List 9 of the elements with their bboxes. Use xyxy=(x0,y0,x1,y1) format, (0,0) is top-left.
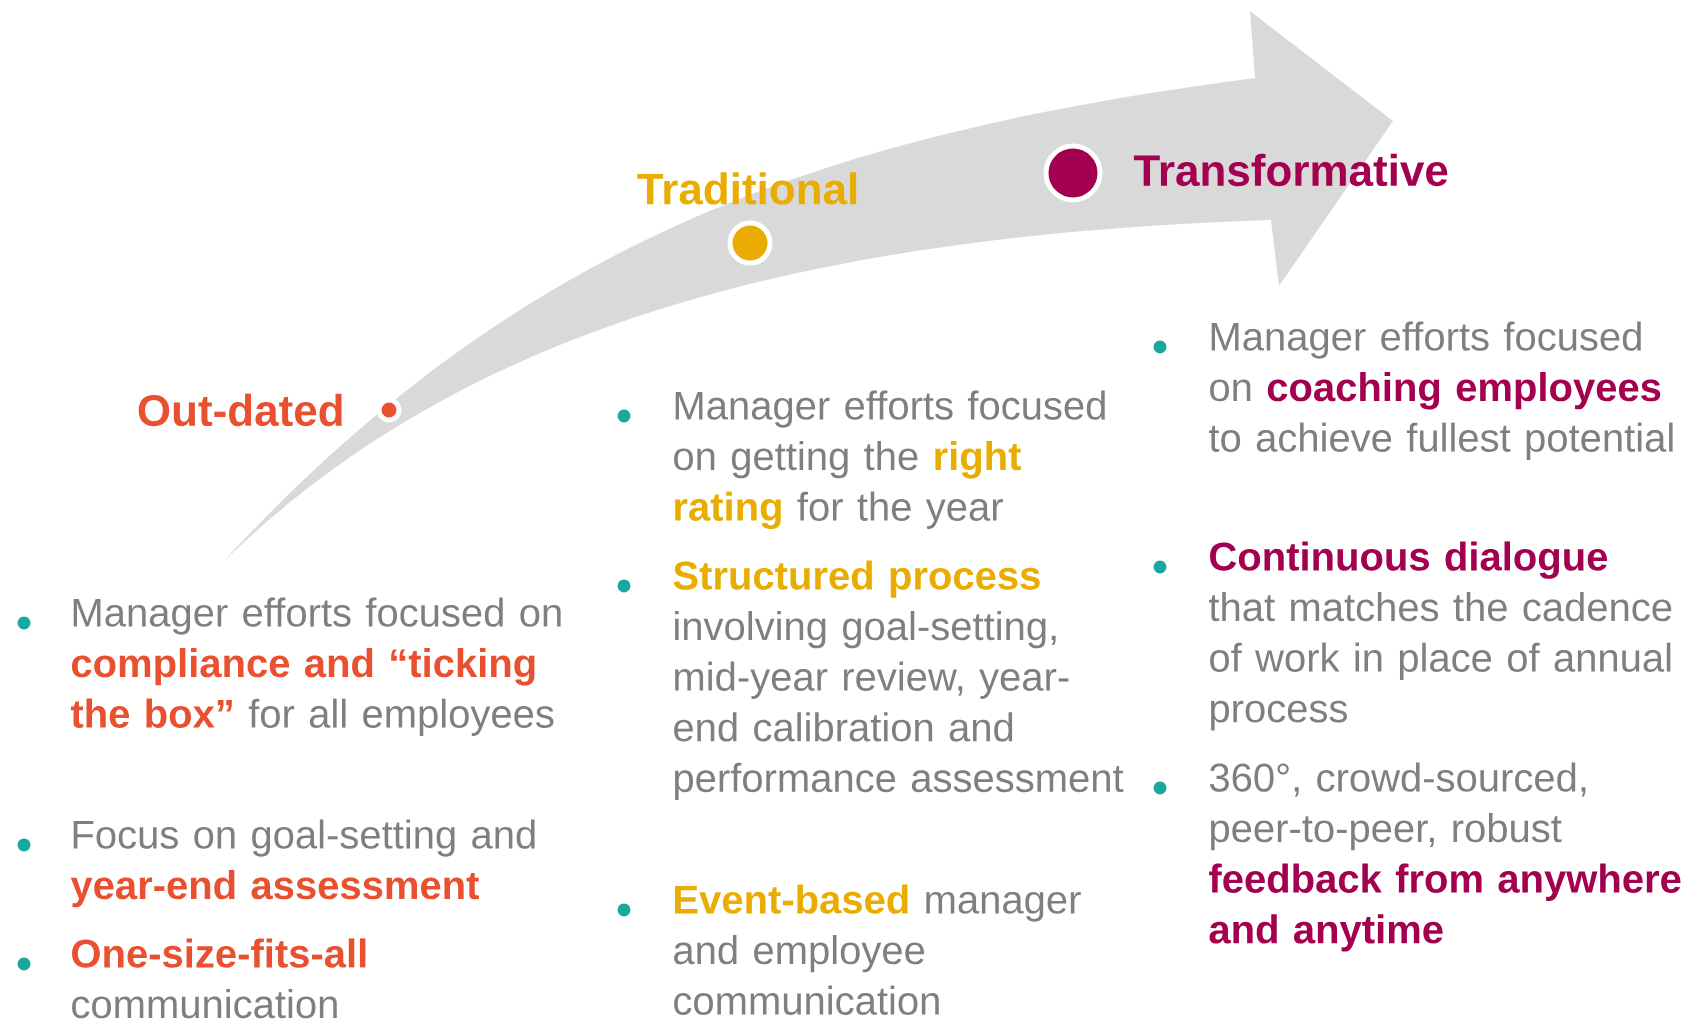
bullet-text: Manager efforts focused on coaching employees to achieve fullest potential xyxy=(1209,321,1673,460)
bullet-text: Continuous dialogue that matches the cadence of work in place of annual process xyxy=(1209,541,1672,731)
bullet-text: Manager efforts focused on compliance and “ticking the box” for all employees xyxy=(70,597,561,736)
bullet-text: Structured process involving goal-setting, mid-year review, year-end calibration and performance assessment xyxy=(673,560,1124,801)
bullet-text: Event-based manager and employee communication xyxy=(674,884,1081,1015)
bullet-text: 360°, crowd-sourced, peer-to-peer, robust feedback from anywhere and anytime xyxy=(1209,762,1681,952)
bullet-text: One-size-fits-all communication xyxy=(72,938,366,1019)
bullet-text: Manager efforts focused on getting the right rating for the year xyxy=(674,390,1105,530)
bullet-text: Focus on goal-setting and year-end assessment xyxy=(70,819,535,908)
